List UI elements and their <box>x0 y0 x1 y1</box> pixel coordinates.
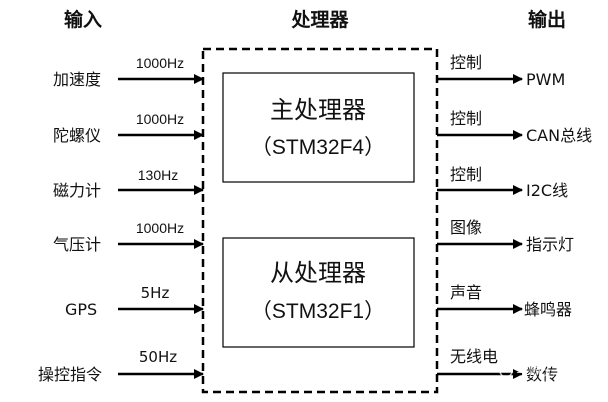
input-rate-label: 130Hz <box>138 167 178 183</box>
output-row-buzzer: 声音 蜂鸣器 <box>437 283 572 319</box>
input-row-gps: GPS 5Hz <box>65 284 204 319</box>
output-target-label: I2C线 <box>526 181 568 200</box>
sub-processor-box <box>222 237 415 348</box>
output-row-radio: 无线电 数传 <box>437 347 558 384</box>
output-target-label: 数传 <box>526 365 558 384</box>
processor-header: 处理器 <box>290 8 349 31</box>
output-target-label: PWM <box>526 70 565 89</box>
output-signal-label: 控制 <box>450 53 482 72</box>
main-processor-model: （STM32F4） <box>251 136 385 159</box>
watermark-text: 宇航无人机 <box>516 364 581 380</box>
input-rate-label: 1000Hz <box>136 220 184 236</box>
input-row-gyroscope: 陀螺仪 1000Hz <box>53 111 204 145</box>
input-rate-label: 1000Hz <box>136 111 184 127</box>
output-signal-label: 图像 <box>450 218 482 237</box>
main-processor-box <box>222 72 415 183</box>
output-row-i2c: 控制 I2C线 <box>437 165 568 200</box>
output-header: 输出 <box>528 8 566 31</box>
output-target-label: 指示灯 <box>526 235 574 254</box>
input-header: 输入 <box>64 8 102 31</box>
output-signal-label: 无线电 <box>450 347 498 366</box>
output-signal-label: 声音 <box>450 283 482 302</box>
sub-processor-name: 从处理器 <box>270 259 366 287</box>
output-signal-label: 控制 <box>450 109 482 128</box>
output-row-indicator-light: 图像 指示灯 <box>437 218 574 254</box>
input-label: GPS <box>65 300 97 319</box>
input-label: 磁力计 <box>53 181 101 200</box>
input-rate-label: 1000Hz <box>136 55 184 71</box>
input-rate-label: 5Hz <box>141 284 170 302</box>
input-label: 陀螺仪 <box>53 126 101 145</box>
input-row-control-commands: 操控指令 50Hz <box>38 348 204 384</box>
input-row-magnetometer: 磁力计 130Hz <box>53 167 204 200</box>
input-label: 气压计 <box>53 235 101 254</box>
output-row-pwm: 控制 PWM <box>437 53 565 89</box>
watermark: 宇航无人机 <box>499 364 581 380</box>
output-signal-label: 控制 <box>450 165 482 184</box>
watermark-icon <box>499 364 513 378</box>
input-row-barometer: 气压计 1000Hz <box>53 220 204 254</box>
input-row-accelerometer: 加速度 1000Hz <box>53 55 204 89</box>
output-target-label: 蜂鸣器 <box>524 300 572 319</box>
input-label: 操控指令 <box>38 365 102 384</box>
input-label: 加速度 <box>53 70 101 89</box>
processor-boundary <box>201 47 439 394</box>
output-target-label: CAN总线 <box>526 126 592 145</box>
main-processor-name: 主处理器 <box>270 96 366 124</box>
sub-processor-model: （STM32F1） <box>251 300 385 323</box>
input-rate-label: 50Hz <box>139 348 177 366</box>
output-row-can-bus: 控制 CAN总线 <box>437 109 592 145</box>
